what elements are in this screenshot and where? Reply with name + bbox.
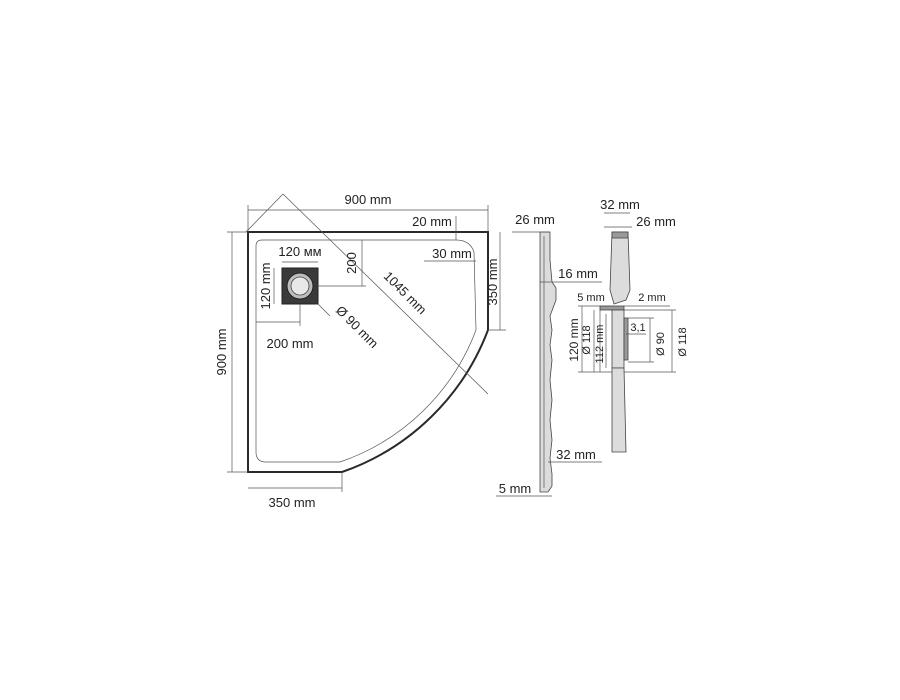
section-t31-label: 3,1: [630, 322, 645, 334]
dim-line-diagonal: [282, 193, 489, 395]
side-profile-view: 26 mm 16 mm 32 mm 5 mm: [496, 212, 602, 497]
drain-box-side-label: 120 mm: [258, 263, 273, 310]
section-d118-left-label: Ø 118: [581, 325, 593, 354]
section-top-26-label: 26 mm: [636, 214, 676, 229]
drain-section-view: 32 mm 26 mm 5 mm 2 mm 120 mm Ø 118 112 m…: [567, 197, 689, 453]
profile-step-label: 16 mm: [558, 266, 598, 281]
wall-20-label: 20 mm: [412, 214, 452, 229]
profile-base-label: 5 mm: [499, 481, 532, 496]
profile-top-label: 26 mm: [515, 212, 555, 227]
section-top-cap: [611, 231, 629, 239]
width-label: 900 mm: [345, 192, 392, 207]
tray-outline: [247, 231, 489, 473]
plan-view: 900 mm 900 mm 1045 mm 20 mm 30 mm 350 mm…: [214, 192, 506, 510]
section-drain-body: [611, 309, 625, 369]
drain-offset-x-label: 200 mm: [267, 336, 314, 351]
section-d90-label: Ø 90: [655, 332, 667, 356]
tray-inner-rim: [255, 239, 477, 463]
section-d118-right-label: Ø 118: [677, 327, 689, 356]
section-height-120-label: 120 mm: [567, 318, 581, 361]
profile-body: [539, 231, 557, 493]
diagonal-label: 1045 mm: [381, 268, 430, 317]
section-drain-wall: [623, 317, 629, 361]
section-upper-body: [609, 231, 631, 305]
section-lower-body: [611, 367, 627, 453]
section-right-2-label: 2 mm: [638, 292, 666, 304]
straight-350-bottom-label: 350 mm: [269, 495, 316, 510]
leader-d90: [317, 303, 331, 317]
height-label: 900 mm: [214, 329, 229, 376]
drain-inner-ring: [290, 276, 310, 296]
drain-diameter-label: Ø 90 mm: [333, 303, 381, 351]
section-left-5-label: 5 mm: [577, 292, 605, 304]
profile-bottom-label: 32 mm: [556, 447, 596, 462]
section-top-32-label: 32 mm: [600, 197, 640, 212]
section-flange: [599, 305, 625, 311]
corner-30-label: 30 mm: [432, 246, 472, 261]
diag-ext-line: [245, 193, 284, 233]
drain-offset-y-label: 200: [344, 252, 359, 274]
straight-350-right-label: 350 mm: [485, 259, 500, 306]
drain-box-label: 120 мм: [278, 244, 321, 259]
section-h112-label: 112 mm: [594, 325, 606, 364]
